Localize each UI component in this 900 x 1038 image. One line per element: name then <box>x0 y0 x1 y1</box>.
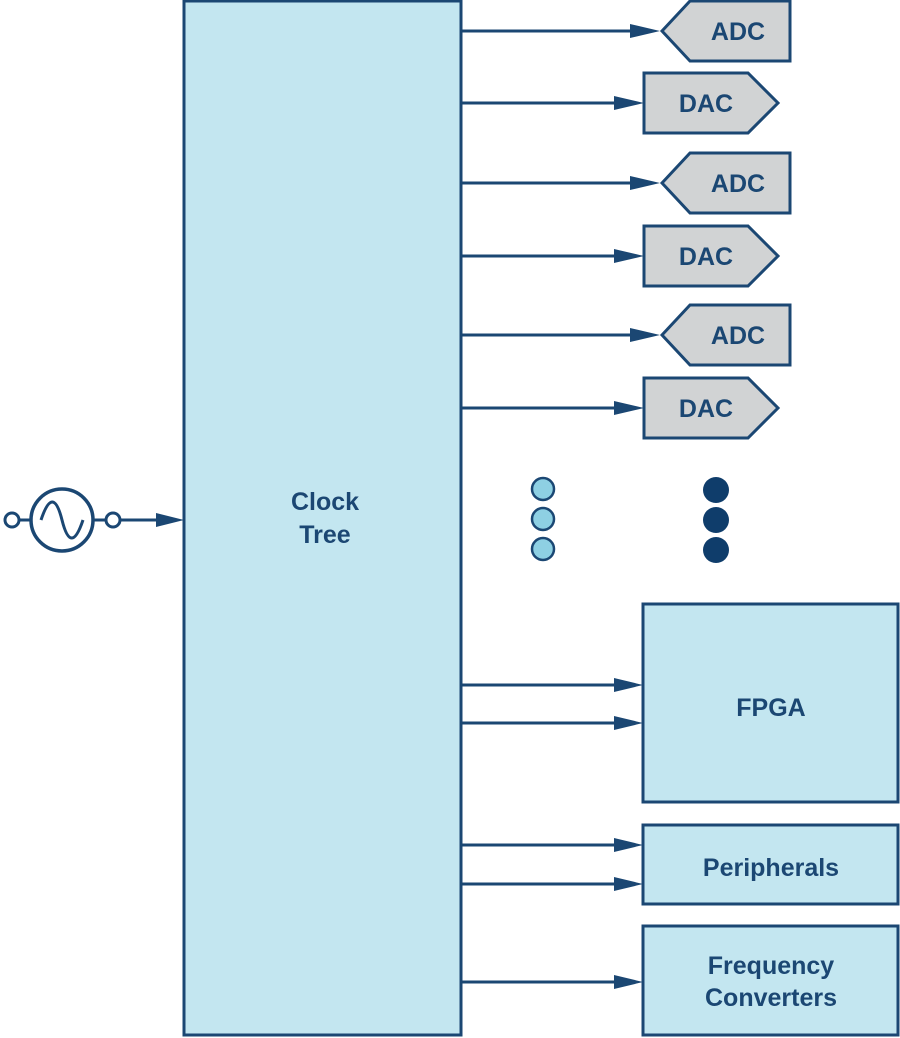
clock-tree-block: Clock Tree <box>182 0 463 1037</box>
adc-block-2: ADC <box>659 151 792 215</box>
dac-label-2: DAC <box>679 243 733 271</box>
frequency-converters-label-line1: Frequency <box>708 952 835 980</box>
converter-arrow-2 <box>461 96 644 110</box>
frequency-converters-label-line2: Converters <box>705 984 837 1012</box>
adc-label-3: ADC <box>711 322 765 350</box>
oscillator-input-terminal <box>3 511 21 529</box>
converter-arrow-1 <box>461 24 660 38</box>
clock-tree-label-line1: Clock <box>291 488 359 516</box>
converter-arrow-5 <box>461 328 660 342</box>
adc-label-1: ADC <box>711 18 765 46</box>
oscillator-output-terminal <box>104 511 122 529</box>
frequency-converters-block: Frequency Converters <box>641 924 900 1037</box>
peripherals-block: Peripherals <box>641 823 900 906</box>
peripherals-arrow-2 <box>461 877 643 891</box>
clock-tree-label-line2: Tree <box>299 521 351 549</box>
peripherals-arrow-1 <box>461 838 643 852</box>
dac-label-1: DAC <box>679 90 733 118</box>
converter-arrow-4 <box>461 249 644 263</box>
fpga-label: FPGA <box>736 694 805 722</box>
ellipsis-dots-light <box>530 476 556 562</box>
fpga-block: FPGA <box>641 602 900 804</box>
fpga-arrow-2 <box>461 716 643 730</box>
adc-block-3: ADC <box>659 303 792 367</box>
dac-block-2: DAC <box>642 224 781 288</box>
ellipsis-dots-dark <box>703 477 729 563</box>
converter-arrow-6 <box>461 401 644 415</box>
adc-label-2: ADC <box>711 170 765 198</box>
oscillator-arrow <box>120 513 184 527</box>
dac-block-1: DAC <box>642 71 781 135</box>
oscillator <box>3 487 122 553</box>
dac-block-3: DAC <box>642 376 781 440</box>
frequency-converters-arrow <box>461 975 643 989</box>
peripherals-label: Peripherals <box>703 854 839 882</box>
sine-oscillator-icon <box>29 487 95 553</box>
dac-label-3: DAC <box>679 395 733 423</box>
adc-block-1: ADC <box>659 0 792 63</box>
fpga-arrow-1 <box>461 678 643 692</box>
converter-arrow-3 <box>461 176 660 190</box>
